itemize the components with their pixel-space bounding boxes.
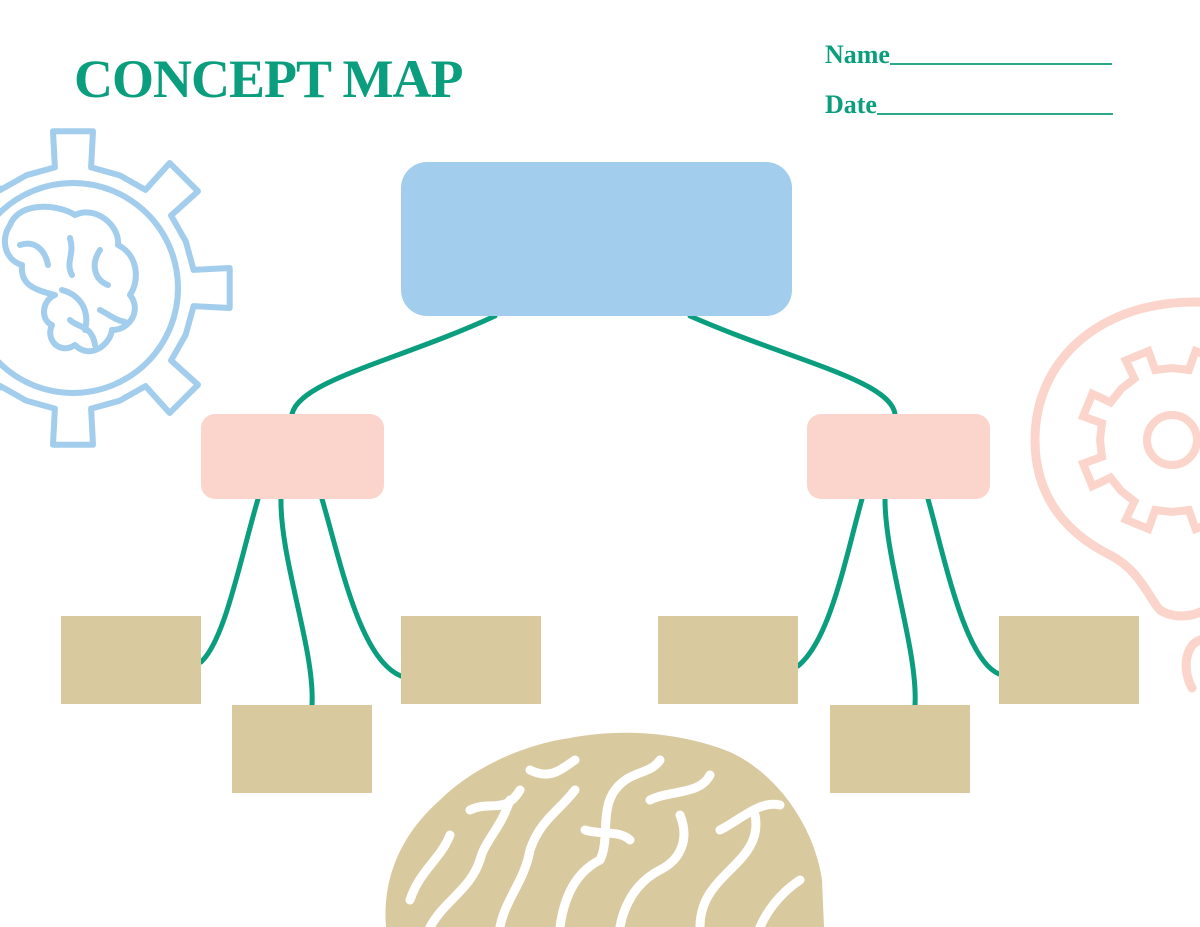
brain-outline: [1, 203, 139, 355]
date-line[interactable]: [876, 112, 1113, 115]
connector-right-leaf3: [925, 496, 1002, 677]
small-gear-hub: [1143, 411, 1200, 469]
connectors: [198, 313, 1002, 708]
detail-box-3[interactable]: [401, 616, 541, 704]
subconcept-box-left[interactable]: [201, 414, 384, 499]
lightbulb-gear-icon: [1030, 297, 1200, 693]
connector-main-right: [687, 313, 898, 417]
subconcept-box-right[interactable]: [807, 414, 990, 499]
main-concept-box[interactable]: [401, 162, 792, 316]
detail-box-1[interactable]: [61, 616, 201, 704]
connector-right-leaf2: [882, 496, 918, 708]
connector-left-leaf2: [278, 496, 315, 708]
name-field[interactable]: Name: [825, 40, 1112, 70]
name-line[interactable]: [889, 62, 1112, 65]
detail-box-2[interactable]: [232, 705, 372, 793]
detail-box-5[interactable]: [830, 705, 970, 793]
brain-folds: [17, 235, 128, 348]
name-label: Name: [825, 40, 890, 69]
gear-brain-icon: [0, 128, 233, 448]
detail-box-6[interactable]: [999, 616, 1139, 704]
bulb-outline: [1030, 297, 1200, 621]
connector-left-leaf3: [319, 496, 404, 679]
small-gear-outline: [1077, 345, 1200, 535]
date-field[interactable]: Date: [825, 90, 1113, 120]
gear-inner-ring: [0, 180, 181, 396]
connector-left-leaf1: [198, 496, 261, 665]
connector-right-leaf1: [795, 496, 865, 669]
date-label: Date: [825, 90, 877, 119]
brain-icon: [385, 732, 824, 927]
connector-main-left: [289, 313, 498, 417]
gear-outline: [0, 128, 233, 448]
detail-box-4[interactable]: [658, 616, 798, 704]
bulb-base: [1181, 635, 1200, 693]
page-title: CONCEPT MAP: [74, 49, 463, 109]
